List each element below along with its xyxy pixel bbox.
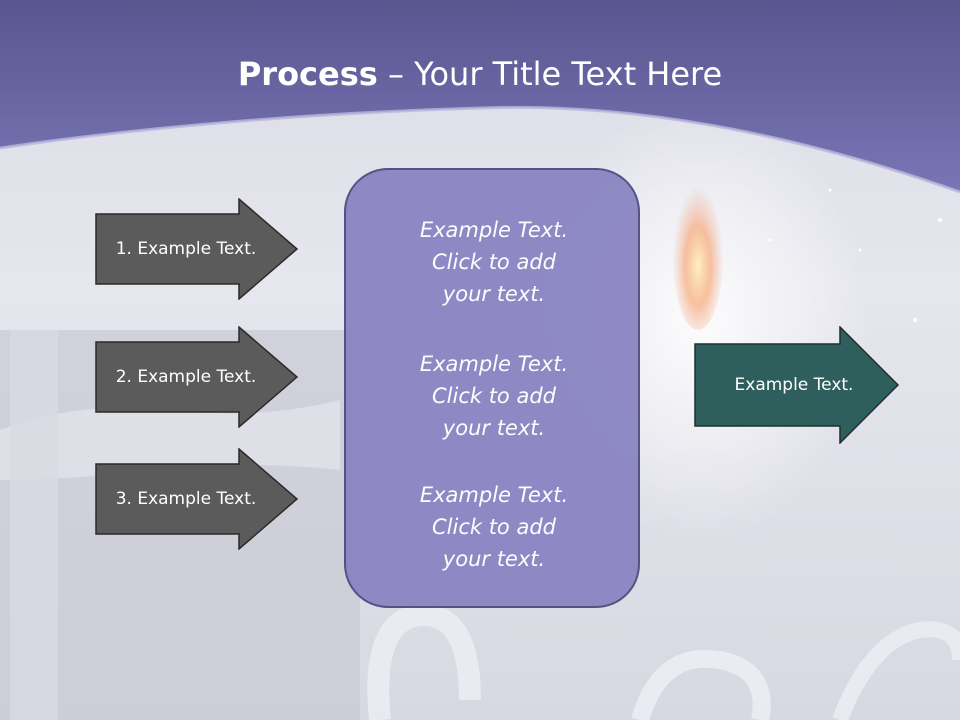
panel-line: Click to add [431,250,556,274]
panel-line: Example Text. [419,483,569,507]
panel-text-block-3[interactable]: Example Text. Click to add your text. [346,479,642,575]
process-step-3-label: 3. Example Text. [115,489,257,509]
header-band [0,0,960,194]
slide-title: Process – Your Title Text Here [0,52,960,96]
process-step-3-arrow[interactable]: 3. Example Text. [95,448,299,550]
arrow-shape-icon [95,448,299,550]
process-step-1-label: 1. Example Text. [115,239,257,259]
arrow-shape-icon [694,325,900,445]
panel-text-block-2[interactable]: Example Text. Click to add your text. [346,348,642,444]
panel-line: Click to add [431,515,556,539]
center-text-panel[interactable]: Example Text. Click to add your text. Ex… [344,168,640,608]
title-rest: – Your Title Text Here [377,55,723,93]
process-step-2-label: 2. Example Text. [115,367,257,387]
arrow-shape-icon [95,326,299,428]
title-bold: Process [237,55,378,93]
process-step-1-arrow[interactable]: 1. Example Text. [95,198,299,300]
process-step-2-arrow[interactable]: 2. Example Text. [95,326,299,428]
panel-line: Click to add [431,384,556,408]
panel-line: Example Text. [419,352,569,376]
panel-line: your text. [442,547,546,571]
panel-line: your text. [442,282,546,306]
result-arrow[interactable]: Example Text. [694,325,900,445]
panel-text-block-1[interactable]: Example Text. Click to add your text. [346,214,642,310]
panel-line: Example Text. [419,218,569,242]
panel-line: your text. [442,416,546,440]
result-arrow-label: Example Text. [734,375,854,395]
arrow-shape-icon [95,198,299,300]
